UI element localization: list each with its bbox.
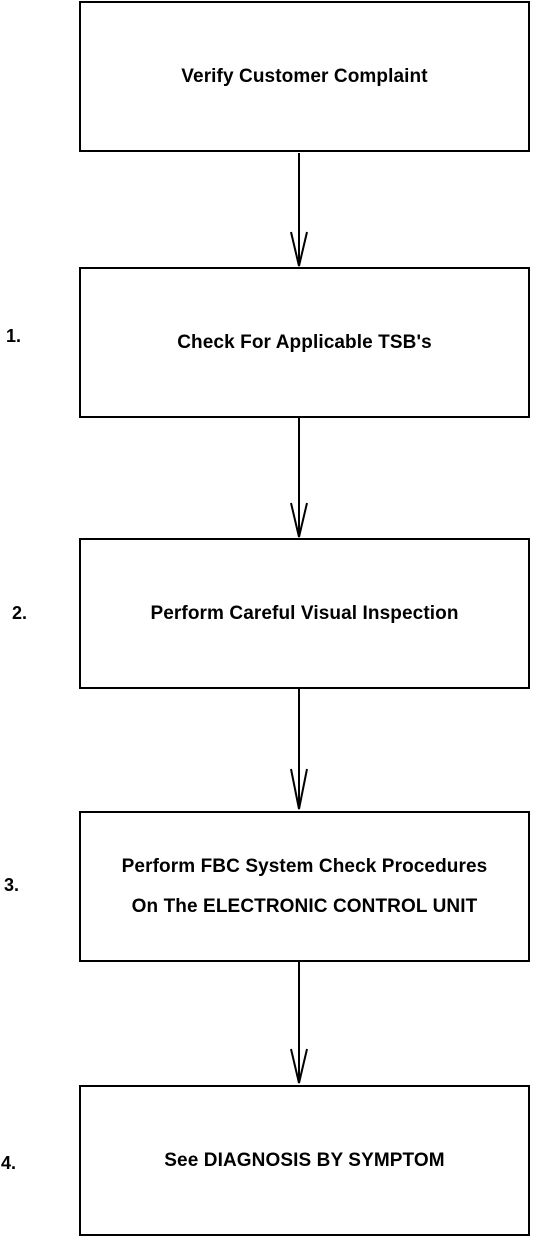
flow-box-label: Verify Customer Complaint (181, 66, 428, 87)
flow-box-check-tsbs: Check For Applicable TSB's (79, 267, 530, 418)
flow-box-fbc-system-check: Perform FBC System Check Procedures On T… (79, 811, 530, 962)
arrow-1 (290, 153, 308, 267)
flow-box-visual-inspection: Perform Careful Visual Inspection (79, 538, 530, 689)
arrow-2 (290, 418, 308, 538)
flow-box-label: Check For Applicable TSB's (177, 332, 432, 353)
arrow-4 (290, 962, 308, 1084)
flow-box-label: Perform Careful Visual Inspection (150, 603, 459, 624)
flow-box-label-line-1: Perform FBC System Check Procedures (121, 856, 488, 877)
flow-box-label: See DIAGNOSIS BY SYMPTOM (164, 1150, 445, 1171)
flow-box-diagnosis-by-symptom: See DIAGNOSIS BY SYMPTOM (79, 1085, 530, 1236)
step-number-4: 4. (1, 1153, 17, 1173)
flow-box-verify-complaint: Verify Customer Complaint (79, 1, 530, 152)
step-number-1: 1. (6, 326, 22, 346)
step-number-2: 2. (12, 603, 28, 623)
arrow-3 (290, 689, 308, 810)
step-number-3: 3. (4, 875, 20, 895)
flow-box-label-line-2: On The ELECTRONIC CONTROL UNIT (131, 896, 478, 917)
